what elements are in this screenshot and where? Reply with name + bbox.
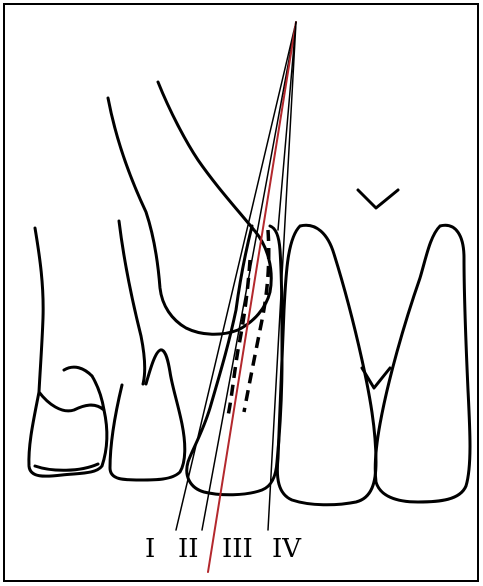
incisor-right (375, 225, 470, 502)
incisor-left (277, 225, 376, 505)
molar-root-outline (119, 221, 145, 384)
label-line-II: II (178, 534, 199, 564)
premolar-crown-left (35, 464, 98, 470)
label-line-IV: IV (272, 534, 302, 564)
molar-root-outline (35, 228, 43, 392)
molar-root-outline (64, 367, 92, 376)
premolar-crown-middle (110, 350, 185, 480)
label-line-III: III (222, 534, 253, 564)
label-line-I: I (145, 534, 155, 564)
chevron-mark (358, 190, 398, 208)
